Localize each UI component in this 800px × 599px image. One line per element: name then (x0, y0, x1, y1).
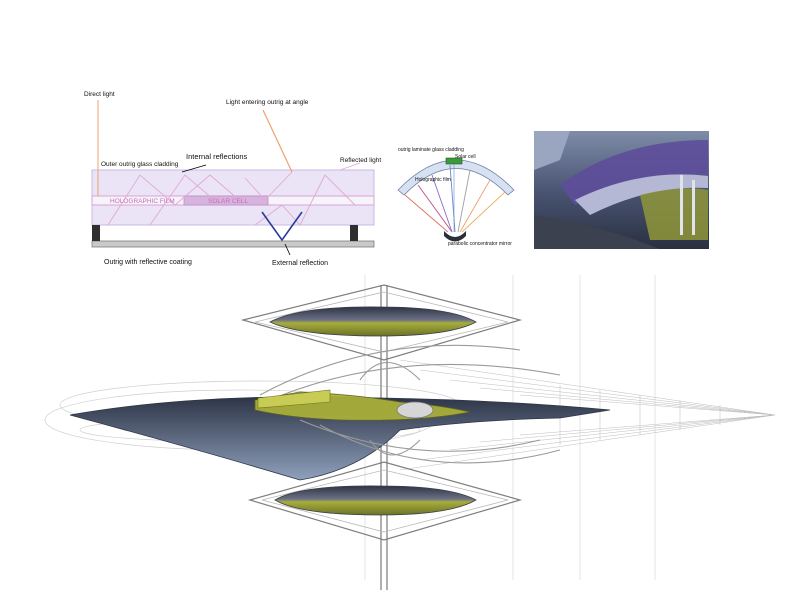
outrig-elevation-drawing (44, 275, 776, 590)
parabolic-mirror (444, 231, 466, 242)
outrig-base (91, 240, 375, 248)
internal-reflection-rays (107, 171, 356, 226)
sweeping-arches (259, 344, 561, 464)
external-reflection-pointer (284, 243, 291, 256)
holographic-film-label: HOLOGRAPHIC FILM (110, 198, 175, 205)
bottom-diamond-frame (247, 461, 523, 541)
outrig-coating-label: Outrig with reflective coating (104, 259, 192, 266)
cladding-label: outrig laminate glass cladding (398, 147, 464, 153)
concentrator-diagram: outrig laminate glass cladding Solar cel… (397, 147, 515, 247)
concentrator-rays (404, 164, 506, 233)
internal-reflections-label: Internal reflections (186, 152, 248, 161)
bottom-pod (274, 485, 477, 516)
reflected-light-ray (339, 162, 361, 171)
light-entering-label: Light entering outrig at angle (226, 99, 309, 106)
left-support-block (92, 225, 100, 241)
laminate-glass-arc (397, 159, 515, 196)
wireframe-cone (399, 359, 776, 471)
architectural-rendering-image (534, 131, 709, 249)
external-reflection-ray (261, 211, 303, 242)
central-glass-roof (257, 389, 331, 409)
top-pod (269, 306, 477, 337)
solar-cell-strip (183, 195, 269, 206)
direct-light-label: Direct light (84, 91, 115, 98)
right-support-block (350, 225, 358, 241)
outer-cladding-label: Outer outrig glass cladding (101, 161, 179, 168)
mirror-label: parabolic concentrator mirror (448, 241, 512, 247)
reflected-light-label: Reflected light (340, 157, 381, 164)
external-reflection-label: External reflection (272, 260, 328, 267)
solar-cell-label: SOLAR CELL (208, 198, 248, 205)
central-hub (396, 401, 434, 419)
angled-light-ray (262, 109, 293, 173)
concentrator-solar-cell-label: Solar cell (455, 154, 476, 160)
top-diamond-frame (240, 284, 523, 361)
outrig-cross-section-diagram: Direct light Light entering outrig at an… (84, 91, 381, 267)
internal-reflections-pointer (181, 164, 207, 173)
concentrator-holographic-label: Holographic film (415, 177, 451, 183)
